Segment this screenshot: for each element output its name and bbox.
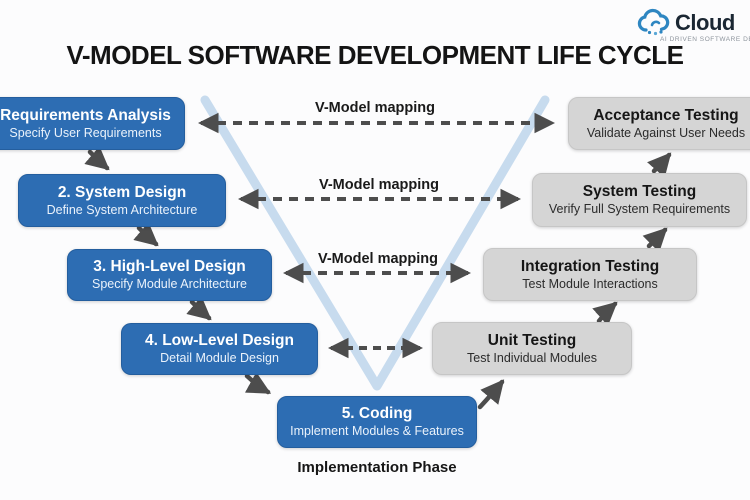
phase-subtitle: Define System Architecture [46, 202, 198, 217]
flow-arrow-sys-hld [133, 222, 159, 247]
phase-unit-testing: Unit Testing Test Individual Modules [432, 322, 632, 375]
phase-title: 3. High-Level Design [93, 258, 246, 275]
phase-system-testing: System Testing Verify Full System Requir… [532, 173, 747, 227]
phase-subtitle: Specify Module Architecture [92, 277, 247, 292]
flow-arrow-unit-integration [592, 301, 618, 326]
mapping-label-2: V-Model mapping [318, 177, 440, 193]
phase-title: 2. System Design [57, 183, 187, 201]
phase-subtitle: Detail Module Design [160, 351, 279, 366]
phase-title: 4. Low-Level Design [144, 332, 294, 349]
phase-title: 5. Coding [341, 405, 413, 422]
phase-low-level-design: 4. Low-Level Design Detail Module Design [121, 323, 318, 375]
brand-tagline: AI DRIVEN SOFTWARE DEVEL [660, 36, 750, 43]
brand-logo: Cloud AI DRIVEN SOFTWARE DEVEL [636, 8, 750, 43]
phase-coding: 5. Coding Implement Modules & Features [277, 396, 477, 448]
phase-requirements-analysis: Requirements Analysis Specify User Requi… [0, 97, 185, 150]
phase-acceptance-testing: Acceptance Testing Validate Against User… [568, 97, 750, 150]
implementation-phase-label: Implementation Phase [297, 459, 457, 476]
phase-integration-testing: Integration Testing Test Module Interact… [483, 248, 697, 301]
phase-subtitle: Specify User Requirements [9, 125, 162, 140]
phase-title: Unit Testing [487, 331, 577, 349]
flow-arrow-hld-lld [186, 296, 212, 321]
flow-arrow-req-sys [84, 146, 110, 171]
phase-subtitle: Test Module Interactions [522, 276, 658, 291]
phase-high-level-design: 3. High-Level Design Specify Module Arch… [67, 249, 272, 301]
brand-name: Cloud [675, 10, 735, 35]
phase-system-design: 2. System Design Define System Architect… [18, 174, 226, 227]
flow-arrow-lld-coding [244, 372, 272, 395]
flow-arrow-system-acceptance [647, 152, 672, 178]
mapping-label-1: V-Model mapping [314, 100, 436, 116]
phase-title: Integration Testing [520, 257, 660, 275]
phase-title: Acceptance Testing [593, 106, 739, 124]
phase-subtitle: Test Individual Modules [467, 350, 597, 365]
phase-title: System Testing [582, 183, 697, 200]
page-title: V-MODEL SOFTWARE DEVELOPMENT LIFE CYCLE [66, 40, 684, 70]
flow-arrow-integration-system [642, 227, 668, 253]
phase-subtitle: Implement Modules & Features [290, 424, 464, 439]
phase-subtitle: Validate Against User Needs [586, 125, 746, 140]
phase-title: Requirements Analysis [0, 106, 171, 124]
mapping-label-3: V-Model mapping [317, 251, 439, 267]
cloud-icon [637, 8, 670, 36]
phase-subtitle: Verify Full System Requirements [548, 202, 731, 217]
flow-arrow-coding-unit [477, 379, 505, 410]
